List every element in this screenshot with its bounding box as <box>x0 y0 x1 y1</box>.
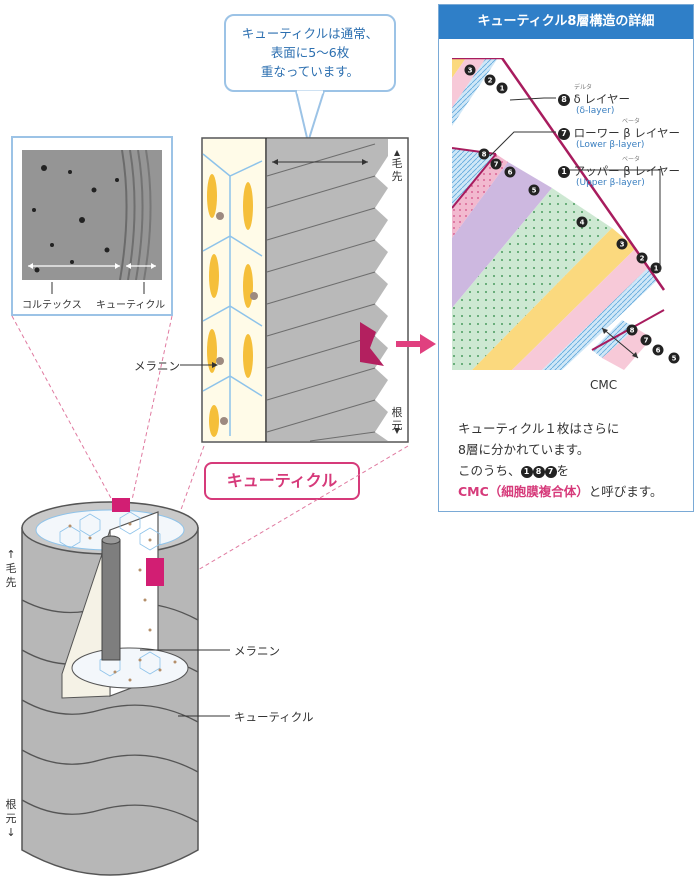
root-char-1: 根 <box>391 406 403 419</box>
root-arrow-down: ↓ <box>6 826 16 839</box>
layer-7-sub: (Lower β-layer) <box>576 140 645 150</box>
micrograph-image <box>22 150 162 280</box>
diagram-num-5a: 5 <box>532 187 537 195</box>
layer-8-label: 8 δ レイヤー <box>558 91 630 107</box>
diagram-num-6b: 6 <box>656 347 661 355</box>
cuticle-badge: キューティクル <box>204 462 360 500</box>
panel-title: キューティクル8層構造の詳細 <box>439 5 693 39</box>
diagram-num-7a: 7 <box>494 161 499 169</box>
cuticle-callout: キューティクルは通常、 表面に5～6枚 重なっています。 <box>224 14 396 92</box>
layer-7-name: ローワー β レイヤー <box>573 126 680 140</box>
cuticle-cross-section <box>201 137 409 443</box>
diagram-num-8a: 8 <box>482 151 487 159</box>
cmc-label: CMC <box>590 378 618 392</box>
layer-7-badge: 7 <box>558 127 570 140</box>
label-melanin-section: メラニン <box>134 359 180 373</box>
diagram-num-4: 4 <box>580 219 585 227</box>
desc-line-4-post: と呼びます。 <box>588 484 663 499</box>
tip-char-2: 先 <box>391 170 403 183</box>
root-3d-char-2: 元 <box>5 812 17 825</box>
diagram-num-2b: 2 <box>640 255 645 263</box>
label-cortex: コルテックス <box>22 300 82 311</box>
tip-3d-char-2: 先 <box>5 576 17 589</box>
desc-line-1: キューティクル１枚はさらに <box>458 421 620 436</box>
callout-line-3: 重なっています。 <box>260 64 360 79</box>
diagram-num-3b: 3 <box>620 241 625 249</box>
layer-1-sub: (Upper β-layer) <box>576 178 645 188</box>
diagram-num-8b: 8 <box>630 327 635 335</box>
label-melanin-3d: メラニン <box>234 644 280 658</box>
hair-3d-illustration <box>11 315 409 876</box>
diagram-num-7b: 7 <box>644 337 649 345</box>
tip-3d-char-1: 毛 <box>5 562 17 575</box>
desc-line-4: CMC（細胞膜複合体）と呼びます。 <box>458 481 663 502</box>
callout-line-1: キューティクルは通常、 <box>241 26 379 41</box>
layer-7-label: 7 ローワー β レイヤー <box>558 125 680 141</box>
layer-8-badge: 8 <box>558 93 570 106</box>
callout-line-2: 表面に5～6枚 <box>270 45 350 60</box>
desc-badge-7: 7 <box>544 465 557 478</box>
callout-pointer <box>294 90 326 145</box>
diagram-num-1a: 1 <box>500 85 505 93</box>
root-char-2: 元 <box>391 419 403 432</box>
label-cuticle-3d: キューティクル <box>234 710 314 724</box>
layer-1-ruby: ベータ <box>622 156 641 163</box>
desc-line-3-pre: このうち、 <box>458 463 521 478</box>
diagram-num-5b: 5 <box>672 355 677 363</box>
desc-badge-1: 1 <box>520 465 533 478</box>
layer-diagram: 3 2 1 8 7 6 5 4 3 2 1 8 7 6 5 <box>452 58 680 370</box>
layer-8-ruby: デルタ <box>574 84 593 91</box>
micrograph-leaders <box>51 282 145 294</box>
desc-badge-8: 8 <box>532 465 545 478</box>
pink-arrow-icon <box>396 334 436 354</box>
layer-1-badge: 1 <box>558 165 570 178</box>
layer-1-name: アッパー β レイヤー <box>573 164 680 178</box>
layer-7-ruby: ベータ <box>622 118 641 125</box>
root-3d-char-1: 根 <box>5 798 17 811</box>
tip-arrow-up: ↑ <box>6 548 16 561</box>
diagram-num-3a: 3 <box>468 67 473 75</box>
desc-line-2: 8層に分かれています。 <box>458 442 590 457</box>
diagram-num-1b: 1 <box>654 265 659 273</box>
layer-1-label: 1 アッパー β レイヤー <box>558 163 680 179</box>
tip-char-1: 毛 <box>391 157 403 170</box>
diagram-num-2a: 2 <box>488 77 493 85</box>
diagram-num-6a: 6 <box>508 169 513 177</box>
melanin-leader <box>180 362 218 368</box>
layer-8-name: δ レイヤー <box>573 92 631 106</box>
layer-8-sub: (δ-layer) <box>576 106 615 116</box>
desc-cmc-term: CMC（細胞膜複合体） <box>458 484 589 499</box>
label-micro-cuticle: キューティクル <box>96 300 166 311</box>
desc-line-3-post: を <box>556 463 570 478</box>
